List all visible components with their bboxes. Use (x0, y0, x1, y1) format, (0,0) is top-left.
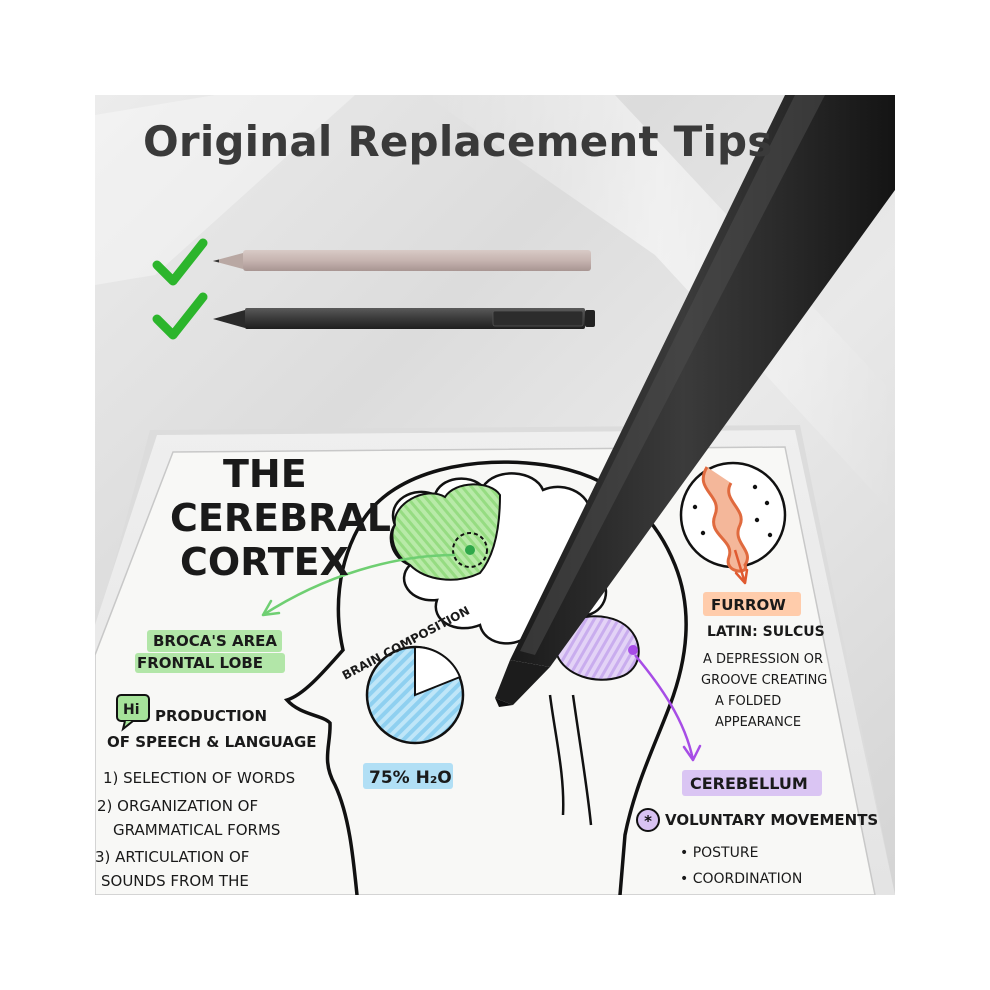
checkmark-icon (152, 238, 208, 286)
list-item-3b: SOUNDS FROM THE (101, 872, 249, 890)
frontal-lobe-label: FRONTAL LOBE (137, 654, 263, 672)
definition-line-3: A FOLDED (715, 694, 781, 709)
product-photo: * THE CEREBRAL CORTEX BROCA'S AREA FRONT… (95, 95, 895, 895)
light-reflection (95, 95, 355, 285)
photo-scene: * THE CEREBRAL CORTEX BROCA'S AREA FRONT… (95, 95, 895, 895)
list-item-2: 2) ORGANIZATION OF (97, 797, 258, 815)
speech-language-label: OF SPEECH & LANGUAGE (107, 733, 317, 751)
definition-line-2: GROOVE CREATING (701, 673, 827, 688)
bullet-coordination: • COORDINATION (680, 871, 802, 887)
note-title-line-2: CEREBRAL (170, 496, 391, 540)
hi-speech-bubble-icon (116, 694, 150, 732)
production-label: PRODUCTION (155, 707, 267, 725)
note-title-line-3: CORTEX (180, 540, 349, 584)
replacement-pen-dark (213, 308, 595, 329)
list-item-3: 3) ARTICULATION OF (95, 848, 249, 866)
hi-label: Hi (123, 702, 140, 718)
list-item-1: 1) SELECTION OF WORDS (103, 769, 295, 787)
definition-line-1: A DEPRESSION OR (703, 652, 823, 667)
headline: Original Replacement Tips (143, 117, 773, 166)
list-item-2b: GRAMMATICAL FORMS (113, 821, 280, 839)
voluntary-movements-label: VOLUNTARY MOVEMENTS (665, 811, 878, 829)
stylus-pen (495, 95, 895, 707)
water-percentage: 75% H₂O (369, 768, 452, 788)
latin-sulcus-label: LATIN: SULCUS (707, 624, 825, 640)
bullet-posture: • POSTURE (680, 845, 758, 861)
svg-text:*: * (644, 812, 652, 830)
cerebellum-label: CEREBELLUM (690, 774, 808, 793)
furrow-label: FURROW (711, 596, 786, 614)
definition-line-4: APPEARANCE (715, 715, 801, 730)
broca-area-label: BROCA'S AREA (153, 632, 277, 650)
checkmark-icon (152, 292, 208, 340)
note-title-line-1: THE (223, 452, 307, 496)
replacement-pen-light (213, 250, 591, 271)
star-bullet-icon: * (636, 808, 660, 832)
